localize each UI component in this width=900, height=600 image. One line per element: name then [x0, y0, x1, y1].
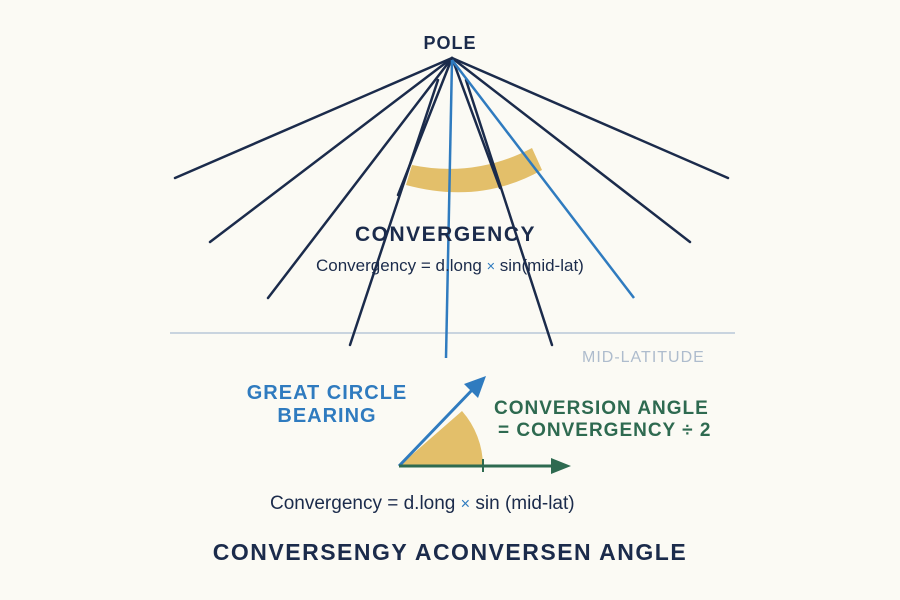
baseline-arrowhead	[551, 458, 571, 474]
meridian-line	[450, 56, 692, 244]
meridian-line	[208, 56, 454, 244]
great-circle-bearing-label: GREAT CIRCLE BEARING	[232, 382, 422, 428]
convergency-arc	[406, 148, 542, 193]
great-circle-bearing-arrow	[397, 386, 476, 468]
meridian-line	[450, 56, 502, 190]
formula-right: sin (mid-lat)	[475, 493, 575, 514]
conversion-angle-wedge	[399, 411, 483, 466]
great-circle-bearing-line1: GREAT CIRCLE	[246, 382, 408, 404]
formula-left: Convergency = d.long	[316, 256, 482, 275]
meridian-line	[450, 56, 730, 180]
bearing-arrowhead	[464, 376, 486, 398]
conversion-angle-label: CONVERSION ANGLE = CONVERGENCY ÷ 2	[494, 398, 711, 442]
mid-latitude-label: MID-LATITUDE	[582, 349, 705, 366]
conversion-angle-line2: = CONVERGENCY ÷ 2	[498, 419, 712, 441]
multiply-symbol: ×	[486, 259, 496, 275]
convergency-title: CONVERGENCY	[355, 223, 537, 246]
convergency-formula-top: Convergency = d.long × sin(mid-lat)	[316, 256, 584, 276]
great-circle-bearing-line2: BEARING	[277, 405, 377, 427]
bottom-title: CONVERSENGY ACONVERSEN ANGLE	[212, 539, 688, 565]
meridian-line	[266, 56, 454, 300]
meridian-line	[173, 56, 454, 180]
meridian-line	[464, 78, 554, 347]
meridian-line	[348, 78, 440, 347]
formula-right: sin(mid-lat)	[499, 256, 584, 275]
great-circle-line	[451, 59, 635, 299]
central-meridian-line	[444, 59, 454, 359]
convergency-formula-bottom: Convergency = d.long × sin (mid-lat)	[270, 493, 575, 515]
pole-label: POLE	[423, 33, 477, 53]
formula-left: Convergency = d.long	[270, 493, 456, 514]
conversion-angle-line1: CONVERSION ANGLE	[494, 398, 709, 419]
meridian-lines	[173, 56, 730, 347]
multiply-symbol: ×	[460, 495, 471, 513]
